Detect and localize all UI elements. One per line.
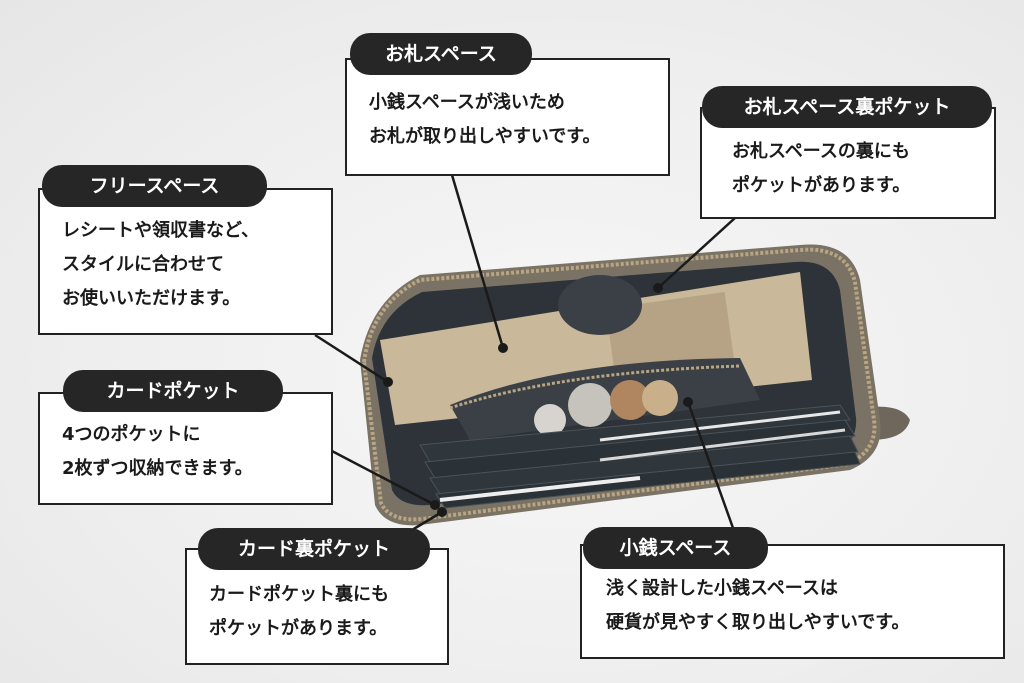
callout-text: レシートや領収書など、 [62,220,260,241]
coin [610,380,650,420]
callout-text: お札が取り出しやすいです。 [369,126,601,147]
leader-dot [430,500,440,510]
callout-text: ポケットがあります。 [209,618,388,639]
card [439,476,641,502]
card-pocket-3 [429,435,859,495]
callout-box: 小銭スペースが浅いため お札が取り出しやすいです。 [345,58,670,176]
card [599,428,846,462]
callout-title: フリースペース [42,165,267,207]
coin [568,383,612,427]
zipper [361,247,877,522]
card-pocket-2 [424,419,856,479]
callout-title: カードポケット [63,370,283,412]
callout-text: 硬貨が見やすく取り出しやすいです。 [606,612,910,633]
callout-box: レシートや領収書など、 スタイルに合わせて お使いいただけます。 [38,188,333,335]
callout-title: お札スペース [350,33,532,75]
snap-tab [558,275,642,335]
callout-title: カード裏ポケット [198,528,430,570]
coin-zipper [449,364,741,410]
leader-dot [683,397,693,407]
leader-line-card-pocket [329,448,436,507]
callout-text: お使いいただけます。 [62,288,241,309]
card-pocket-1 [419,404,851,463]
coin [534,404,566,436]
leader-line-coin-space [686,401,740,543]
callout-text: スタイルに合わせて [62,254,224,275]
card [599,410,841,442]
leader-dot [498,343,508,353]
callout-title: お札スペース裏ポケット [702,86,992,128]
callout-text: お札スペースの裏にも [732,141,910,162]
coin [642,380,678,416]
callout-title: 小銭スペース [583,527,768,569]
leader-dot [383,377,393,387]
leader-line-bill-back-pocket [657,217,736,289]
leader-dot [437,507,447,517]
callout-text: ポケットがあります。 [732,175,911,196]
leader-line-free-space [314,333,389,384]
leader-line-bill-space [450,174,505,349]
leader-dot [653,283,663,293]
callout-text: 浅く設計した小銭スペースは [606,578,838,599]
card-pocket-4 [435,451,861,509]
callout-text: 2枚ずつ収納できます。 [62,458,253,479]
callout-text: 4つのポケットに [62,424,201,445]
callout-text: 小銭スペースが浅いため [369,92,565,113]
callout-text: カードポケット裏にも [209,584,389,605]
